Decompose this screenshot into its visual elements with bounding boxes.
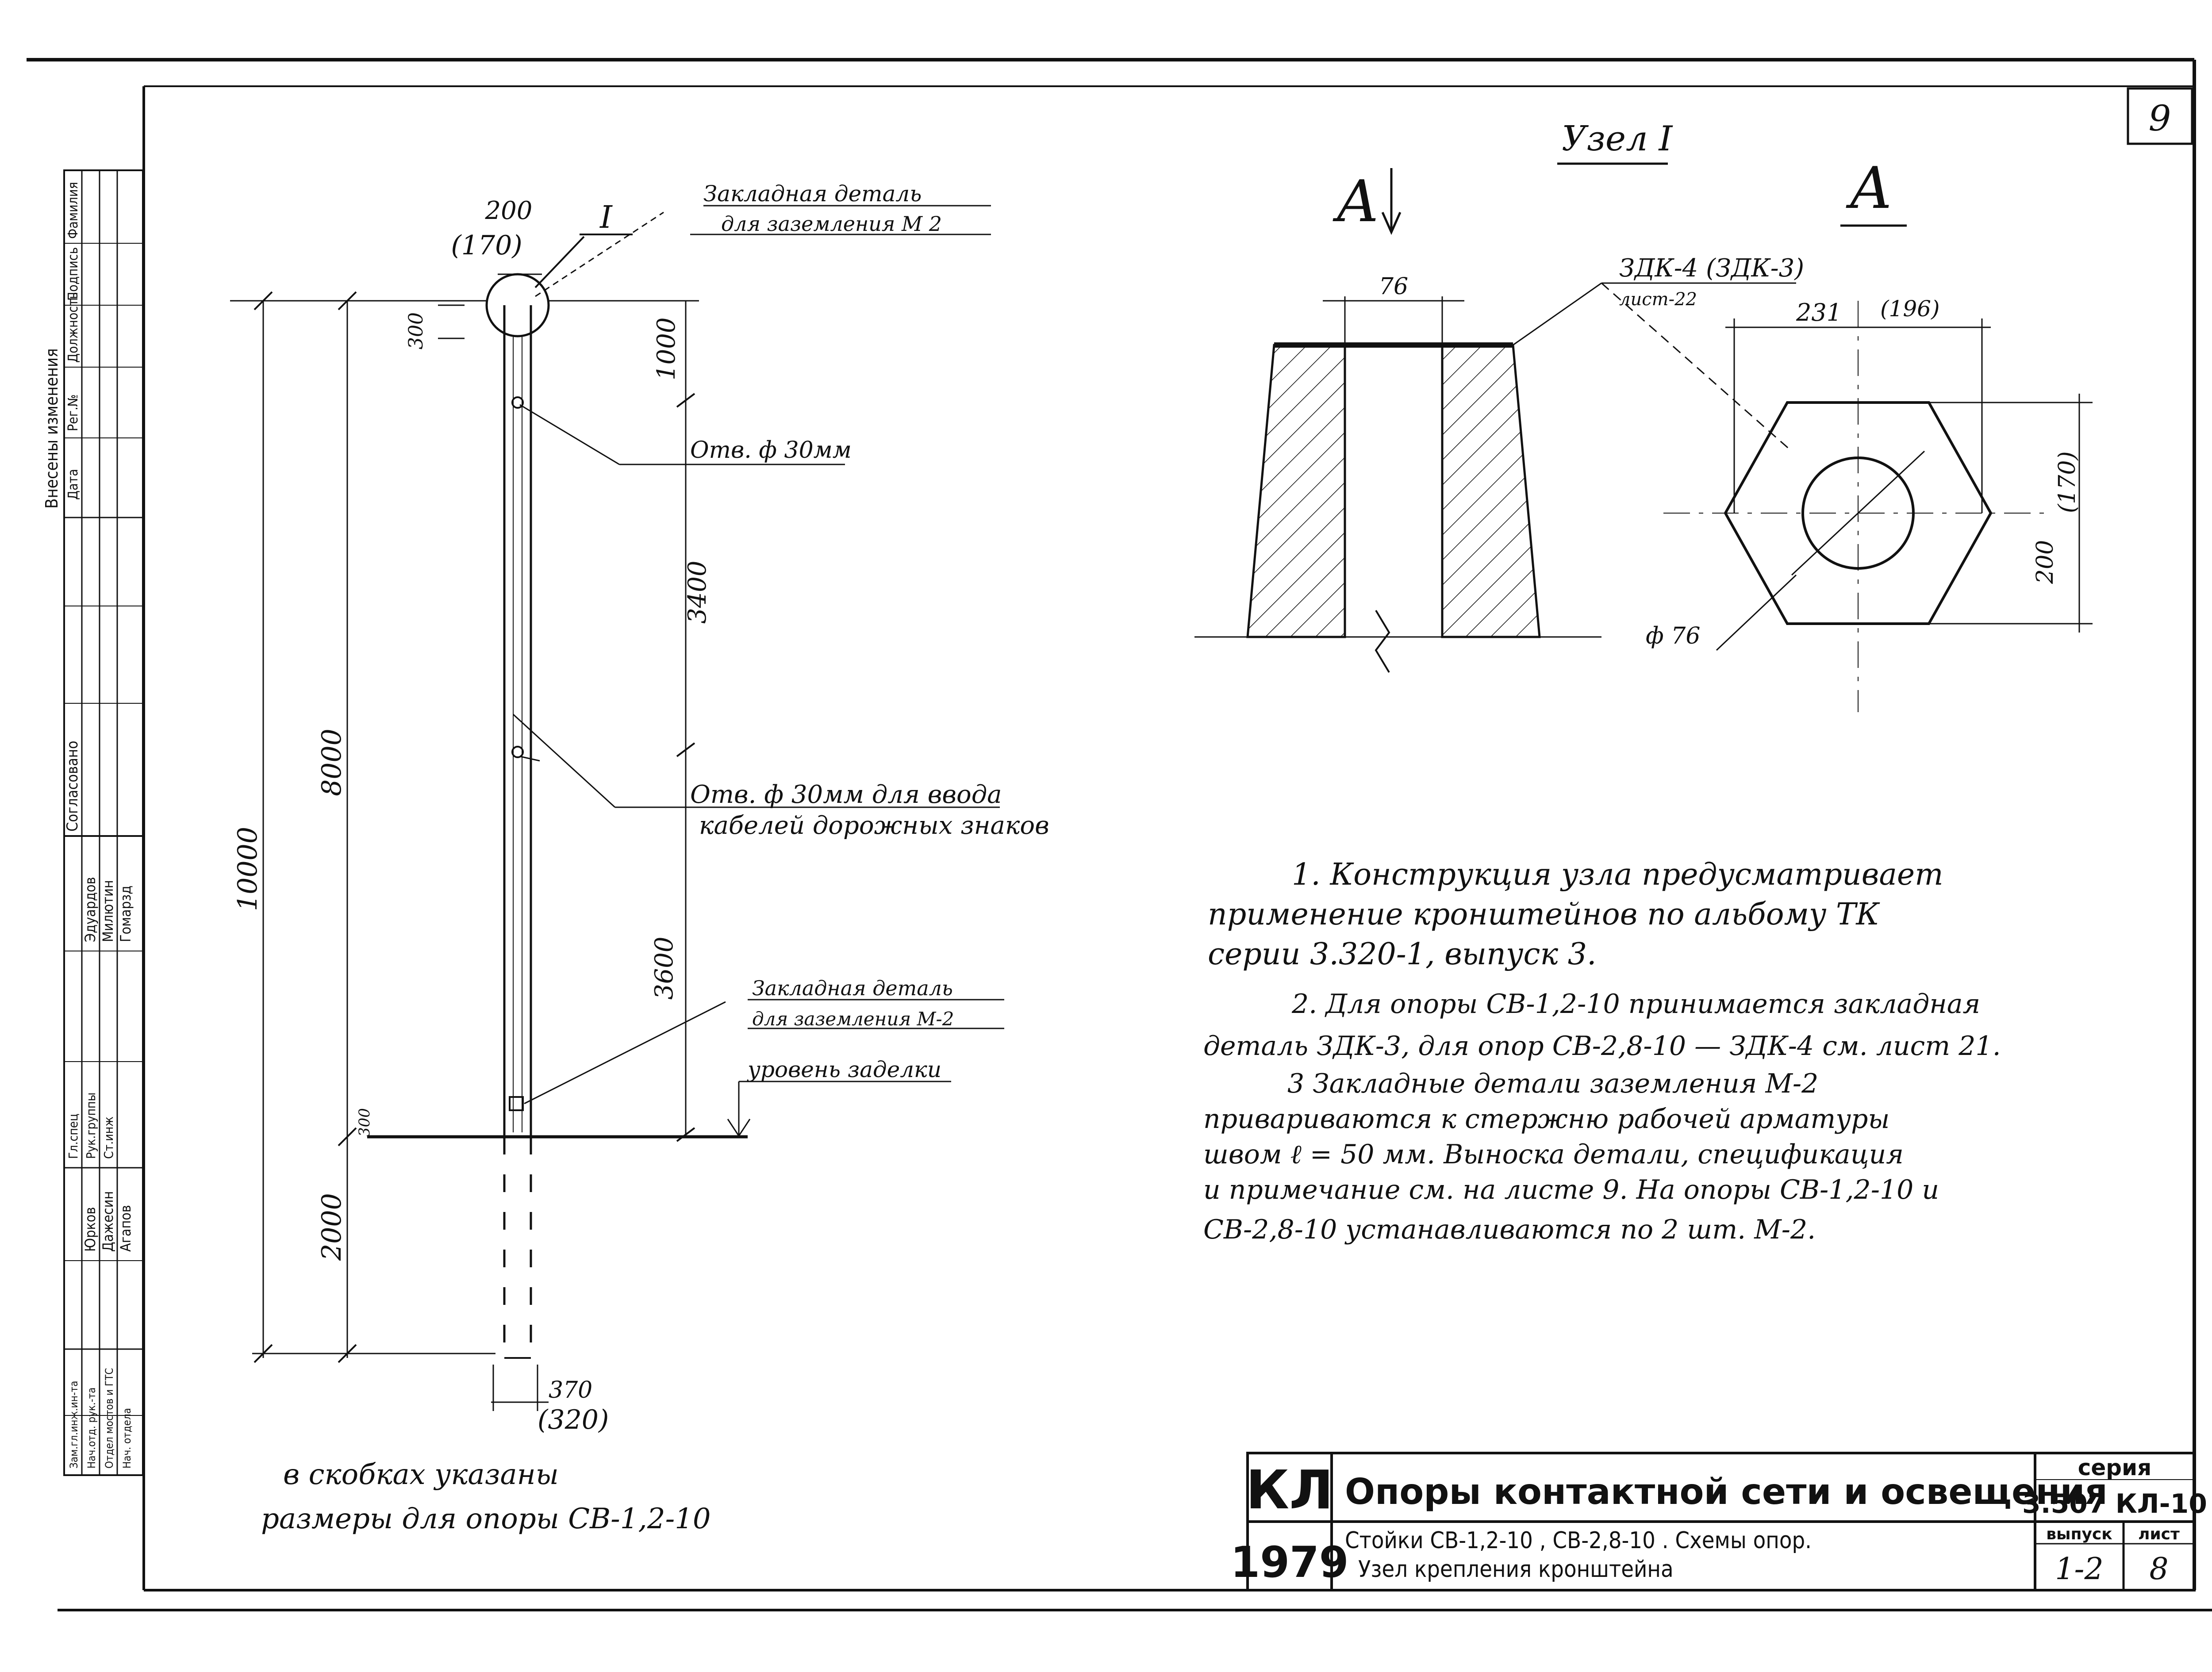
col-reg: Рег.№ [65, 394, 81, 431]
hole2-label-2: кабелей дорожных знаков [699, 811, 1049, 840]
col-position: Должность [65, 292, 81, 363]
role-2: Рук.группы [84, 1093, 98, 1159]
person-1: Эдуардов [82, 877, 99, 942]
node-title: Узел I [1562, 119, 1674, 159]
dim-8000: 8000 [316, 729, 347, 796]
note-line-8: швом ℓ = 50 мм. Выноска детали, специфик… [1203, 1139, 1904, 1170]
dim-76: 76 [1379, 273, 1408, 300]
person-3: Гомарзд [117, 886, 134, 942]
series-label: серия [2078, 1455, 2151, 1480]
col-date: Дата [65, 469, 81, 500]
top-dim-170: (170) [451, 230, 522, 261]
dim-300b: 300 [356, 1108, 373, 1137]
note-line-5: деталь ЗДК-3, для опор СВ-2,8-10 — ЗДК-4… [1203, 1031, 2001, 1062]
sheet-frame [27, 58, 2212, 1611]
issue-label: выпуск [2046, 1525, 2112, 1543]
sheet-value: 8 [2149, 1552, 2168, 1587]
role-7: Нач. отдела [121, 1408, 133, 1469]
page-number-box: 9 [2127, 87, 2193, 145]
bracket-note-1: в скобках указаны [283, 1458, 559, 1491]
dim-phi76: ф 76 [1646, 623, 1700, 649]
ground2-label-1: Закладная деталь [752, 976, 953, 1000]
person-6: Агапов [117, 1205, 134, 1252]
note-line-6: 3 Закладные детали заземления М-2 [1287, 1068, 1818, 1099]
dim-200: 200 [2032, 540, 2058, 584]
role-5: Нач.отд. рук.-та [85, 1388, 98, 1469]
ground2-label-2: для заземления М-2 [752, 1008, 954, 1030]
note-line-9: и примечание см. на листе 9. На опоры СВ… [1203, 1174, 1939, 1205]
person-4: Юрков [82, 1207, 99, 1252]
role-6: Отдел мостов и ГТС [103, 1368, 115, 1469]
dim-231: 231 [1796, 299, 1842, 326]
node-detail: Узел I А А 76 [1194, 119, 2093, 712]
section-label-right: А [1846, 154, 1893, 222]
role-3: Ст.инж [101, 1116, 116, 1159]
title-year: 1979 [1230, 1538, 1348, 1587]
pole-drawing: 200 (170) I Закладная деталь для заземле… [230, 181, 1049, 1535]
note-line-10: СВ-2,8-10 устанавливаются по 2 шт. М-2. [1203, 1214, 1816, 1245]
notes: 1. Конструкция узла предусматривает прим… [1203, 857, 2001, 1245]
note-line-7: привариваются к стержню рабочей арматуры [1203, 1104, 1889, 1135]
main-title: Опоры контактной сети и освещения [1345, 1471, 2108, 1512]
node-marker: I [599, 199, 613, 235]
person-5: Дажесин [100, 1191, 116, 1252]
role-1: Гл.спец [66, 1114, 81, 1159]
note-line-2: применение кронштейнов по альбому ТК [1208, 897, 1880, 932]
embedded-part: ЗДК-4 (ЗДК-3) [1619, 254, 1804, 283]
sheet-label: лист [2138, 1525, 2180, 1543]
dim-170: (170) [2054, 451, 2081, 513]
person-2: Милютин [100, 880, 116, 942]
approved-label: Согласовано [64, 741, 81, 832]
dim-300: 300 [405, 312, 427, 349]
title-block: КЛ 1979 Опоры контактной сети и освещени… [1230, 1452, 2207, 1591]
dim-3400: 3400 [683, 560, 712, 624]
side-stamp: Внесены изменения Дата Рег.№ Должность П… [42, 169, 144, 1476]
dim-320: (320) [538, 1404, 609, 1435]
dim-370: 370 [549, 1377, 592, 1404]
note-line-1: 1. Конструкция узла предусматривает [1292, 857, 1943, 892]
hole-label: Отв. ф 30мм [690, 437, 852, 464]
hole2-label-1: Отв. ф 30мм для ввода [690, 780, 1002, 809]
embedded-sheet: лист-22 [1619, 289, 1697, 310]
section-label-left: А [1333, 168, 1379, 235]
dim-10000: 10000 [232, 827, 263, 911]
note-line-3: серии 3.320-1, выпуск 3. [1208, 937, 1597, 972]
dim-196: (196) [1880, 296, 1939, 322]
hexagon-plate: ф 76 231 (196) (170) 200 [1646, 296, 2093, 712]
subtitle-1: Стойки СВ-1,2-10 , СВ-2,8-10 . Схемы опо… [1345, 1527, 1812, 1554]
dim-2000: 2000 [316, 1193, 347, 1261]
dim-3600: 3600 [650, 936, 679, 1000]
top-dim-200: 200 [485, 196, 533, 225]
title-code: КЛ [1246, 1460, 1333, 1521]
note-line-4: 2. Для опоры СВ-1,2-10 принимается закла… [1291, 989, 1980, 1020]
col-surname: Фамилия [65, 182, 81, 239]
subtitle-2: Узел крепления кронштейна [1358, 1556, 1674, 1583]
col-signature: Подпись [65, 247, 81, 301]
series-value: 3.507 КЛ-10 [2022, 1488, 2207, 1519]
revisions-header: Внесены изменения [42, 348, 61, 509]
page-number: 9 [2149, 98, 2171, 139]
embed-level: уровень заделки [747, 1057, 941, 1082]
ground-label-1: Закладная деталь [703, 181, 922, 207]
dim-1000: 1000 [652, 317, 681, 380]
role-4: Зам.гл.инж.ин-та [68, 1381, 80, 1469]
issue-value: 1-2 [2055, 1552, 2104, 1587]
bracket-note-2: размеры для опоры СВ-1,2-10 [261, 1503, 711, 1535]
ground-label-2: для заземления М 2 [721, 212, 942, 236]
pole-section: 76 [1194, 273, 1601, 673]
